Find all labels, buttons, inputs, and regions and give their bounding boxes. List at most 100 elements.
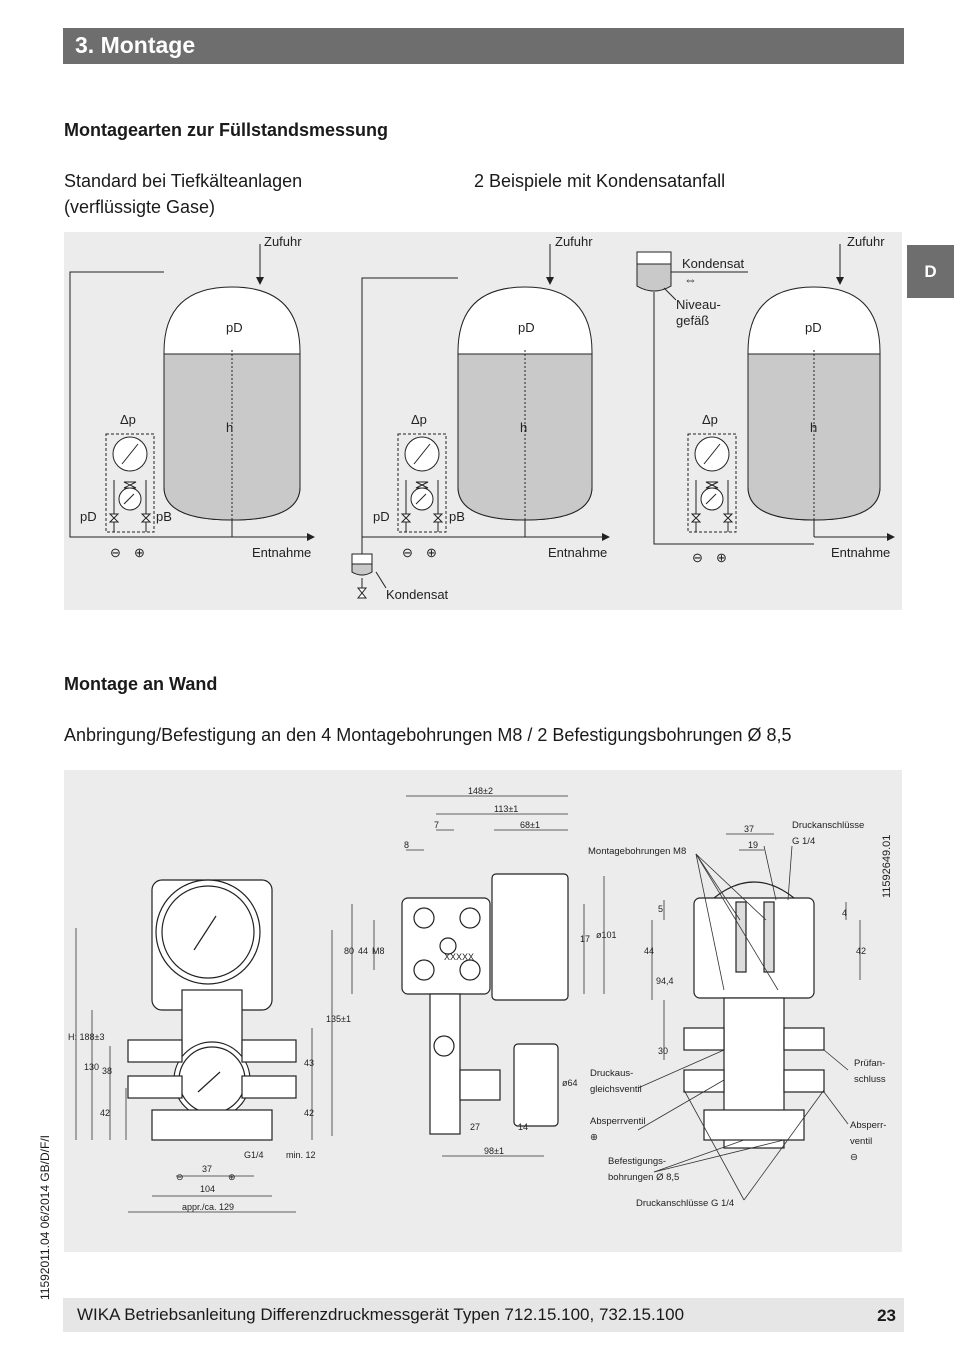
dim-130: 130 bbox=[84, 1062, 99, 1072]
plus-symbol-2: ⊕ bbox=[426, 545, 437, 560]
wall-mount-drawing: 148±2 113±1 7 68±1 8 80 44 M8 17 ø101 13… bbox=[64, 770, 902, 1252]
page-number: 23 bbox=[877, 1306, 896, 1325]
plus-symbol-3: ⊕ bbox=[716, 550, 727, 565]
label-pd-tank-1: pD bbox=[226, 320, 243, 335]
dim-8: 8 bbox=[404, 840, 409, 850]
label-druckanschluesse-bottom: Druckanschlüsse G 1/4 bbox=[636, 1198, 734, 1209]
caption-standard-line2: (verflüssigte Gase) bbox=[64, 197, 216, 217]
dim-14: 14 bbox=[518, 1122, 528, 1132]
dim-104: 104 bbox=[200, 1184, 215, 1194]
label-druckausgleich-2: gleichsventil bbox=[590, 1084, 642, 1095]
label-dp-2: Δp bbox=[411, 412, 427, 427]
label-h-2: h bbox=[520, 420, 527, 435]
label-minus-symbol: ⊖ bbox=[850, 1152, 858, 1163]
dim-42c: 42 bbox=[856, 946, 866, 956]
label-befestigung-1: Befestigungs- bbox=[608, 1156, 666, 1167]
label-befestigung-2: bohrungen Ø 8,5 bbox=[608, 1172, 679, 1183]
label-entnahme-1: Entnahme bbox=[252, 545, 311, 560]
footer-bar: WIKA Betriebsanleitung Differenzdruckmes… bbox=[63, 1298, 904, 1332]
label-niveau-line2: gefäß bbox=[676, 313, 709, 328]
dim-44b: 44 bbox=[644, 946, 654, 956]
label-druckausgleich-1: Druckaus- bbox=[590, 1068, 633, 1079]
fill-level-svg: Zufuhr pD h Δp pD pB ⊖ ⊕ Entnahme Zufuhr… bbox=[69, 234, 895, 602]
dim-38: 38 bbox=[102, 1066, 112, 1076]
dim-g14: G1/4 bbox=[244, 1150, 264, 1160]
label-zufuhr-3: Zufuhr bbox=[847, 234, 885, 249]
label-pd-tank-3: pD bbox=[805, 320, 822, 335]
dim-min12: min. 12 bbox=[286, 1150, 316, 1160]
chapter-header-bar: 3. Montage bbox=[63, 28, 904, 64]
dim-43: 43 bbox=[304, 1058, 314, 1068]
label-pd-tank-2: pD bbox=[518, 320, 535, 335]
label-entnahme-2: Entnahme bbox=[548, 545, 607, 560]
dim-113: 113±1 bbox=[494, 804, 518, 814]
dim-42a: 42 bbox=[100, 1108, 110, 1118]
dim-27: 27 bbox=[470, 1122, 480, 1132]
minus-symbol-2: ⊖ bbox=[402, 545, 413, 560]
dim-37b: 37 bbox=[744, 824, 754, 834]
document-code: 11592011.04 06/2014 GB/D/F/I bbox=[38, 1134, 52, 1300]
label-zufuhr-1: Zufuhr bbox=[264, 234, 302, 249]
dim-944: 94,4 bbox=[656, 976, 674, 986]
dim-68: 68±1 bbox=[520, 820, 540, 830]
section-heading-fill-level: Montagearten zur Füllstandsmessung bbox=[64, 120, 389, 140]
label-zufuhr-2: Zufuhr bbox=[555, 234, 593, 249]
label-kondensat-top: Kondensat bbox=[682, 256, 745, 271]
label-absperrventil-1: Absperr- bbox=[850, 1120, 886, 1131]
dim-5: 5 bbox=[658, 904, 663, 914]
label-h-1: h bbox=[226, 420, 233, 435]
caption-condensate-examples: 2 Beispiele mit Kondensatanfall bbox=[474, 171, 726, 191]
label-druckanschluesse-top-2: G 1/4 bbox=[792, 836, 815, 847]
minus-symbol-3: ⊖ bbox=[692, 550, 703, 565]
fill-level-diagram: Zufuhr pD h Δp pD pB ⊖ ⊕ Entnahme Zufuhr… bbox=[64, 232, 902, 610]
label-kondensat-arrow: ⇔ bbox=[684, 272, 697, 287]
dim-h: H: 188±3 bbox=[68, 1032, 104, 1042]
language-tab: D bbox=[907, 245, 954, 298]
label-pruefanschluss-1: Prüfan- bbox=[854, 1058, 885, 1069]
dim-30: 30 bbox=[658, 1046, 668, 1056]
label-niveau-line1: Niveau- bbox=[676, 297, 721, 312]
label-kondensat-bottom: Kondensat bbox=[386, 587, 449, 602]
wall-mount-svg: 148±2 113±1 7 68±1 8 80 44 M8 17 ø101 13… bbox=[68, 786, 893, 1213]
dim-plus: ⊕ bbox=[228, 1172, 236, 1182]
dim-37a: 37 bbox=[202, 1164, 212, 1174]
dim-148: 148±2 bbox=[468, 786, 493, 796]
label-pd-2: pD bbox=[373, 509, 390, 524]
label-plus-symbol: ⊕ bbox=[590, 1132, 598, 1143]
chapter-title: 3. Montage bbox=[75, 32, 196, 58]
plus-symbol-1: ⊕ bbox=[134, 545, 145, 560]
caption-standard-line1: Standard bei Tiefkälteanlagen bbox=[64, 171, 303, 191]
drawing-number: 11592649.01 bbox=[881, 835, 893, 898]
dim-80: 80 bbox=[344, 946, 354, 956]
dim-98: 98±1 bbox=[484, 1146, 504, 1156]
dim-64: ø64 bbox=[562, 1078, 578, 1088]
dim-minus: ⊖ bbox=[176, 1172, 184, 1182]
label-pd-1: pD bbox=[80, 509, 97, 524]
label-dp-1: Δp bbox=[120, 412, 136, 427]
dim-17: 17 bbox=[580, 934, 590, 944]
dim-4: 4 bbox=[842, 908, 847, 918]
label-absperrventil-2: ventil bbox=[850, 1136, 872, 1147]
label-h-3: h bbox=[810, 420, 817, 435]
wall-mount-description: Anbringung/Befestigung an den 4 Montageb… bbox=[64, 725, 792, 745]
label-pb-1: pB bbox=[156, 509, 172, 524]
label-pruefanschluss-2: schluss bbox=[854, 1074, 886, 1085]
dim-m8: M8 bbox=[372, 946, 385, 956]
dim-xxxxx: XXXXX bbox=[444, 952, 474, 962]
label-dp-3: Δp bbox=[702, 412, 718, 427]
section-heading-wall-mount: Montage an Wand bbox=[64, 674, 218, 694]
minus-symbol-1: ⊖ bbox=[110, 545, 121, 560]
dim-101: ø101 bbox=[596, 930, 617, 940]
label-absperrventil-plus: Absperrventil bbox=[590, 1116, 645, 1127]
footer-text: WIKA Betriebsanleitung Differenzdruckmes… bbox=[77, 1305, 685, 1324]
label-pb-2: pB bbox=[449, 509, 465, 524]
dim-42b: 42 bbox=[304, 1108, 314, 1118]
dim-44a: 44 bbox=[358, 946, 368, 956]
label-montagebohrungen: Montagebohrungen M8 bbox=[588, 846, 686, 857]
dim-129: appr./ca. 129 bbox=[182, 1202, 234, 1212]
dim-19: 19 bbox=[748, 840, 758, 850]
dim-7: 7 bbox=[434, 820, 439, 830]
dim-135: 135±1 bbox=[326, 1014, 351, 1024]
label-druckanschluesse-top-1: Druckanschlüsse bbox=[792, 820, 864, 831]
label-entnahme-3: Entnahme bbox=[831, 545, 890, 560]
